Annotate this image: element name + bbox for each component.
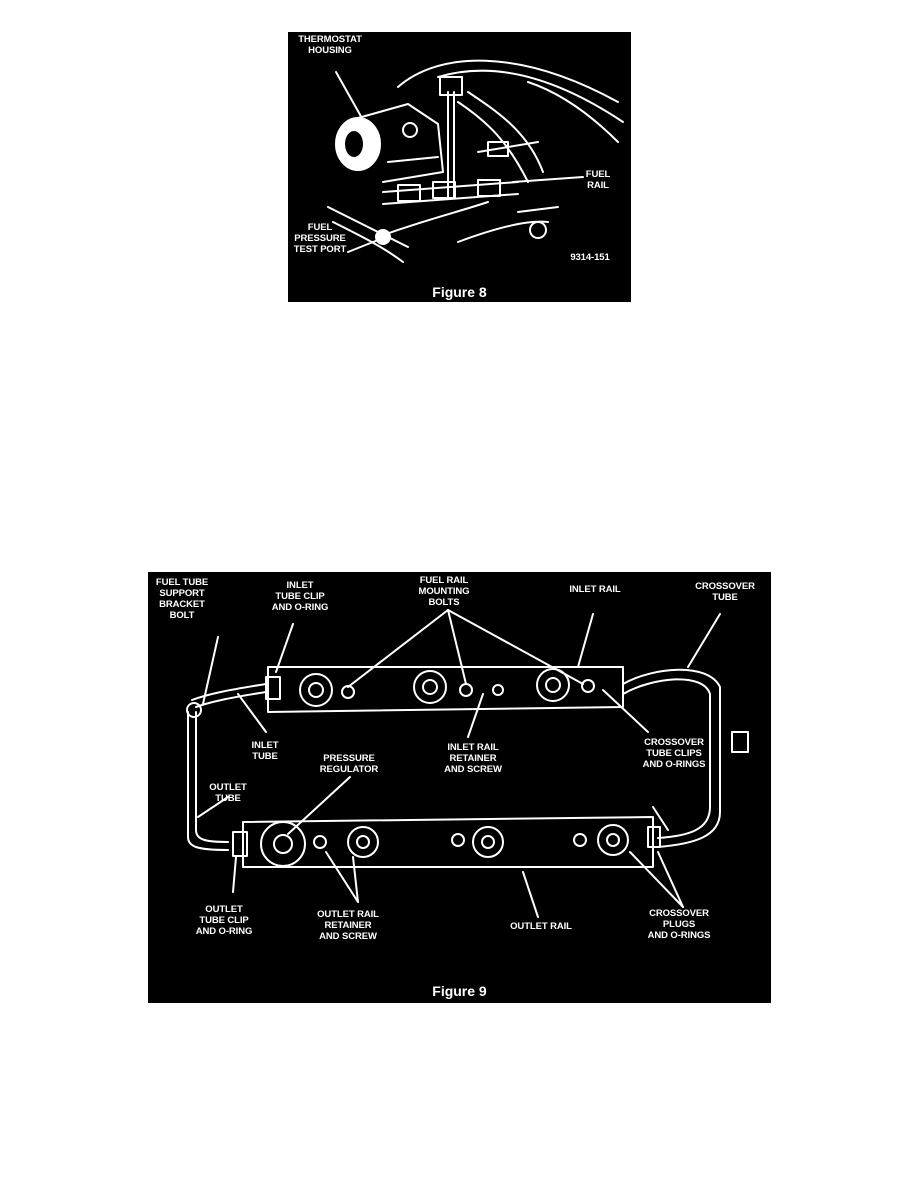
figure-8-illustration <box>327 59 624 263</box>
outlet-tube-label: OUTLET TUBE <box>209 782 247 804</box>
pressure-regulator-label: PRESSURE REGULATOR <box>319 753 379 775</box>
inlet-tube-label: INLET TUBE <box>251 740 279 762</box>
fuel-tube-support-bracket-bolt-label: FUEL TUBE SUPPORT BRACKET BOLT <box>155 577 209 621</box>
crossover-tube-clips-label: CROSSOVER TUBE CLIPS AND O-RINGS <box>642 737 706 770</box>
crossover-tube-label: CROSSOVER TUBE <box>695 581 755 603</box>
inlet-rail-retainer-label: INLET RAIL RETAINER AND SCREW <box>444 742 502 775</box>
inlet-tube-clip-label: INLET TUBE CLIP AND O-RING <box>271 580 329 613</box>
outlet-rail-label: OUTLET RAIL <box>510 921 572 932</box>
figure-8-caption: Figure 8 <box>432 284 487 300</box>
fuel-rail-mounting-bolts-label: FUEL RAIL MOUNTING BOLTS <box>418 575 470 608</box>
fuel-rail-label: FUEL RAIL <box>585 169 611 191</box>
outlet-tube-clip-label: OUTLET TUBE CLIP AND O-RING <box>195 904 253 937</box>
figure-9: FUEL TUBE SUPPORT BRACKET BOLT INLET TUB… <box>148 572 771 1003</box>
fuel-pressure-test-port-label: FUEL PRESSURE TEST PORT <box>293 222 347 255</box>
part-number-label: 9314-151 <box>570 252 610 263</box>
figure-8: THERMOSTAT HOUSING FUEL RAIL FUEL PRESSU… <box>288 32 631 302</box>
outlet-rail-retainer-label: OUTLET RAIL RETAINER AND SCREW <box>317 909 379 942</box>
thermostat-housing-label: THERMOSTAT HOUSING <box>298 34 362 56</box>
figure-9-illustration <box>186 609 749 918</box>
figure-9-caption: Figure 9 <box>432 983 487 999</box>
crossover-plugs-label: CROSSOVER PLUGS AND O-RINGS <box>647 908 711 941</box>
inlet-rail-label: INLET RAIL <box>569 584 621 595</box>
